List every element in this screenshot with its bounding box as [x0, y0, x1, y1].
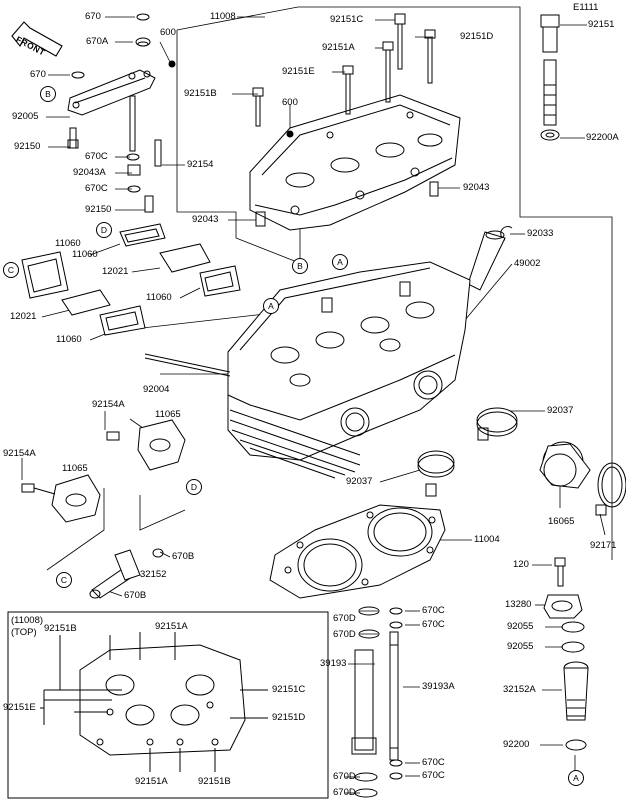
part-label: 11060 — [55, 238, 81, 249]
part-label: 670B — [172, 551, 195, 562]
part-label: 670D — [333, 629, 356, 640]
part-label: 12021 — [10, 311, 37, 322]
part-label: 92171 — [590, 540, 617, 551]
part-label: 92055 — [507, 641, 534, 652]
part-label: 92151D — [272, 712, 306, 723]
part-label: 12021 — [102, 266, 129, 277]
part-label: 670C — [422, 605, 445, 616]
reed-valve-gaskets — [21, 223, 241, 336]
part-label: 92151 — [588, 19, 615, 30]
callout-a: A — [332, 254, 348, 270]
part-label: 11060 — [56, 334, 82, 345]
callout-d: D — [96, 222, 112, 238]
inset-ref: (11008) — [11, 615, 44, 626]
cam-cover-hardware — [67, 13, 176, 213]
part-label: 49002 — [514, 258, 541, 269]
part-label: 11004 — [474, 534, 500, 545]
part-label: 92150 — [85, 204, 112, 215]
part-label: 92150 — [14, 141, 41, 152]
callout-b: B — [292, 258, 308, 274]
part-label: 92055 — [507, 621, 534, 632]
part-label: 600 — [282, 97, 298, 108]
part-label: 92151A — [322, 42, 355, 53]
part-label: 670 — [30, 69, 46, 80]
part-label: 16065 — [548, 516, 575, 527]
part-label: 11008 — [210, 11, 236, 22]
part-label: 120 — [513, 559, 529, 570]
part-label: 92043A — [73, 167, 106, 178]
part-label: 670D — [333, 787, 356, 798]
part-label: 670C — [422, 619, 445, 630]
inset-top-view — [7, 611, 329, 799]
clip-and-pipe — [467, 226, 513, 291]
part-label: 92151B — [184, 88, 217, 99]
part-label: 92200A — [586, 132, 619, 143]
part-label: 92154 — [187, 159, 214, 170]
part-label: 670C — [85, 151, 108, 162]
callout-a: A — [263, 298, 279, 314]
front-direction-arrow — [11, 21, 63, 57]
part-label: 670C — [85, 183, 108, 194]
cam-cover-11008 — [249, 13, 461, 231]
part-label: 11065 — [62, 463, 88, 474]
callout-c: C — [3, 262, 19, 278]
part-label: 92200 — [503, 739, 530, 750]
part-label: 670A — [86, 36, 109, 47]
part-label: 670D — [333, 613, 356, 624]
water-fittings — [543, 557, 589, 751]
oil-pipes — [351, 606, 403, 798]
part-label: 92033 — [527, 228, 554, 239]
callout-c: C — [56, 572, 72, 588]
inset-view: (TOP) — [11, 627, 37, 638]
part-label: 670C — [422, 770, 445, 781]
part-label: 11065 — [155, 409, 181, 420]
part-label: 92154A — [92, 399, 125, 410]
intake-holders — [21, 419, 186, 523]
part-label: 92037 — [346, 476, 373, 487]
part-label: 92151E — [282, 66, 315, 77]
part-label: 13280 — [505, 599, 532, 610]
part-label: 39193 — [320, 658, 347, 669]
part-label: 92151C — [330, 14, 364, 25]
part-label: 670C — [422, 757, 445, 768]
part-label: 32152 — [140, 569, 167, 580]
head-bolt-92151 — [540, 14, 560, 141]
part-label: 92037 — [547, 405, 574, 416]
part-label: 92043 — [463, 182, 490, 193]
part-label: 39193A — [422, 681, 455, 692]
cylinder-head — [144, 261, 471, 479]
part-label: 92154A — [3, 448, 36, 459]
callout-b: B — [40, 86, 56, 102]
part-label: 600 — [160, 27, 176, 38]
part-label: 92151A — [155, 621, 188, 632]
clamps-and-boot — [417, 407, 626, 516]
part-label: 92151E — [3, 702, 36, 713]
ref-code: E1111 — [573, 2, 599, 13]
part-label: 92151C — [272, 684, 306, 695]
part-label: 92151B — [44, 623, 77, 634]
part-label: 11060 — [72, 249, 98, 260]
part-label: 92043 — [192, 214, 219, 225]
part-label: 92151B — [198, 776, 231, 787]
part-label: 670B — [124, 590, 147, 601]
part-label: 92151D — [460, 31, 494, 42]
part-label: 32152A — [503, 684, 536, 695]
head-gasket — [269, 504, 446, 599]
part-label: 92004 — [143, 384, 170, 395]
part-label: 92151A — [135, 776, 168, 787]
callout-a: A — [568, 770, 584, 786]
part-label: 670 — [85, 11, 101, 22]
part-label: 670D — [333, 771, 356, 782]
bypass-pipe — [89, 548, 164, 599]
part-label: 92005 — [12, 111, 39, 122]
callout-d: D — [186, 479, 202, 495]
part-label: 11060 — [146, 292, 172, 303]
